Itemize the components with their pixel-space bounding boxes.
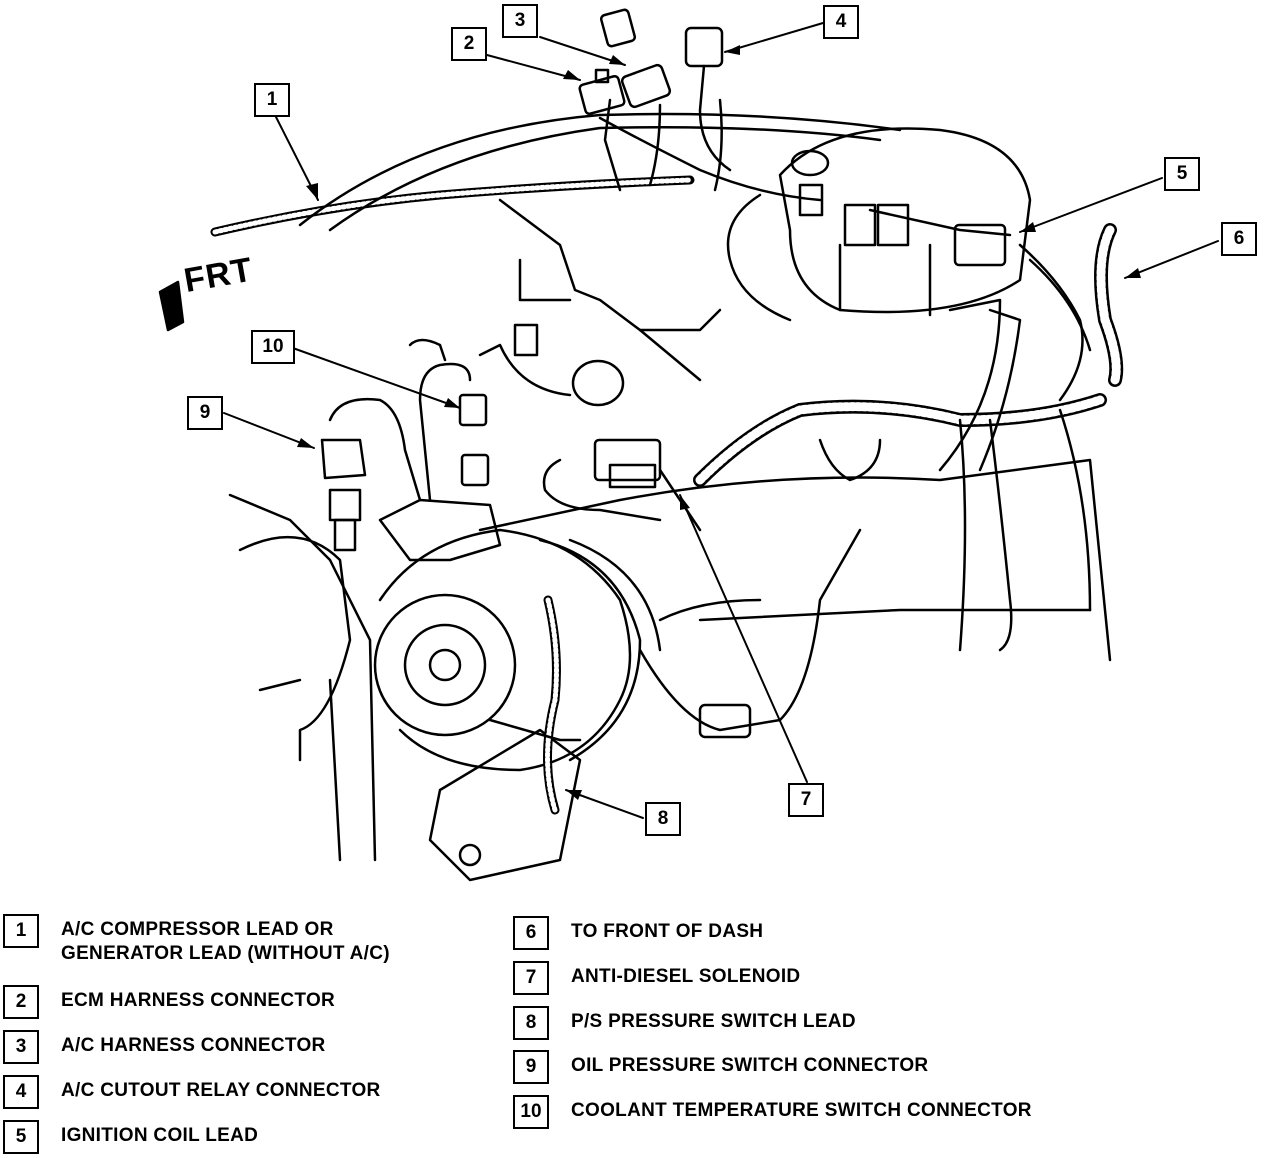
engine-harness bbox=[693, 298, 1107, 652]
legend-text: A/C HARNESS CONNECTOR bbox=[61, 1035, 326, 1056]
front-direction-arrow-icon bbox=[158, 280, 185, 332]
ac-compressor-lead bbox=[210, 175, 695, 237]
ac-cutout-relay-connector bbox=[684, 26, 732, 172]
legend-item-9: 9 OIL PRESSURE SWITCH CONNECTOR bbox=[513, 1050, 928, 1084]
legend-number: 8 bbox=[513, 1006, 549, 1040]
legend-number: 10 bbox=[513, 1095, 549, 1129]
engine-block bbox=[478, 198, 1112, 662]
legend-item-6: 6 TO FRONT OF DASH bbox=[513, 916, 763, 950]
legend-text: ECM HARNESS CONNECTOR bbox=[61, 990, 336, 1011]
legend-number: 1 bbox=[3, 914, 39, 948]
legend-number: 3 bbox=[3, 1030, 39, 1064]
legend-text: TO FRONT OF DASH bbox=[571, 921, 764, 942]
legend-item-8: 8 P/S PRESSURE SWITCH LEAD bbox=[513, 1006, 856, 1040]
legend-text: IGNITION COIL LEAD bbox=[61, 1125, 259, 1146]
legend-item-1: 1 A/C COMPRESSOR LEAD OR GENERATOR LEAD … bbox=[3, 914, 390, 966]
legend-text: P/S PRESSURE SWITCH LEAD bbox=[571, 1011, 856, 1032]
legend-item-3: 3 A/C HARNESS CONNECTOR bbox=[3, 1030, 326, 1064]
legend-item-5: 5 IGNITION COIL LEAD bbox=[3, 1120, 258, 1154]
harness-to-dash bbox=[1018, 223, 1124, 402]
ecm-harness-connector bbox=[578, 68, 626, 116]
alternator bbox=[373, 528, 662, 772]
legend-text: COOLANT TEMPERATURE SWITCH CONNECTOR bbox=[571, 1100, 1032, 1121]
legend-number: 2 bbox=[3, 985, 39, 1019]
engine-wiring-diagram bbox=[158, 8, 1219, 882]
legend-number: 6 bbox=[513, 916, 549, 950]
callout-10: 10 bbox=[251, 330, 295, 364]
legend-item-2: 2 ECM HARNESS CONNECTOR bbox=[3, 985, 335, 1019]
anti-diesel-solenoid bbox=[542, 438, 702, 532]
upper-harness bbox=[298, 98, 902, 322]
callout-4: 4 bbox=[823, 5, 859, 39]
legend-text: A/C COMPRESSOR LEAD OR GENERATOR LEAD (W… bbox=[61, 919, 390, 964]
legend-number: 7 bbox=[513, 961, 549, 995]
callout-9: 9 bbox=[187, 396, 223, 430]
callout-1: 1 bbox=[254, 83, 290, 117]
oil-pressure-switch bbox=[320, 397, 422, 552]
legend-number: 5 bbox=[3, 1120, 39, 1154]
coolant-temperature-switch-connector bbox=[408, 338, 490, 502]
legend-text: ANTI-DIESEL SOLENOID bbox=[571, 966, 801, 987]
mounting-bracket bbox=[228, 493, 582, 882]
legend-text: OIL PRESSURE SWITCH CONNECTOR bbox=[571, 1055, 929, 1076]
legend-item-10: 10 COOLANT TEMPERATURE SWITCH CONNECTOR bbox=[513, 1095, 1032, 1129]
ignition-coil-lead bbox=[953, 223, 1007, 267]
legend-item-4: 4 A/C CUTOUT RELAY CONNECTOR bbox=[3, 1075, 381, 1109]
leader-arrowheads bbox=[297, 45, 1141, 800]
callout-7: 7 bbox=[788, 783, 824, 817]
callout-2: 2 bbox=[451, 27, 487, 61]
callout-5: 5 bbox=[1164, 157, 1200, 191]
leader-lines bbox=[223, 22, 1219, 819]
callout-8: 8 bbox=[645, 802, 681, 836]
ac-harness-connector bbox=[599, 8, 672, 109]
legend-item-7: 7 ANTI-DIESEL SOLENOID bbox=[513, 961, 800, 995]
callout-6: 6 bbox=[1221, 222, 1257, 256]
legend-number: 9 bbox=[513, 1050, 549, 1084]
legend-text: A/C CUTOUT RELAY CONNECTOR bbox=[61, 1080, 381, 1101]
callout-3: 3 bbox=[502, 4, 538, 38]
ps-pressure-switch-lead bbox=[488, 528, 862, 815]
legend-number: 4 bbox=[3, 1075, 39, 1109]
distributor bbox=[778, 127, 1032, 317]
sensor-plug bbox=[478, 323, 625, 407]
